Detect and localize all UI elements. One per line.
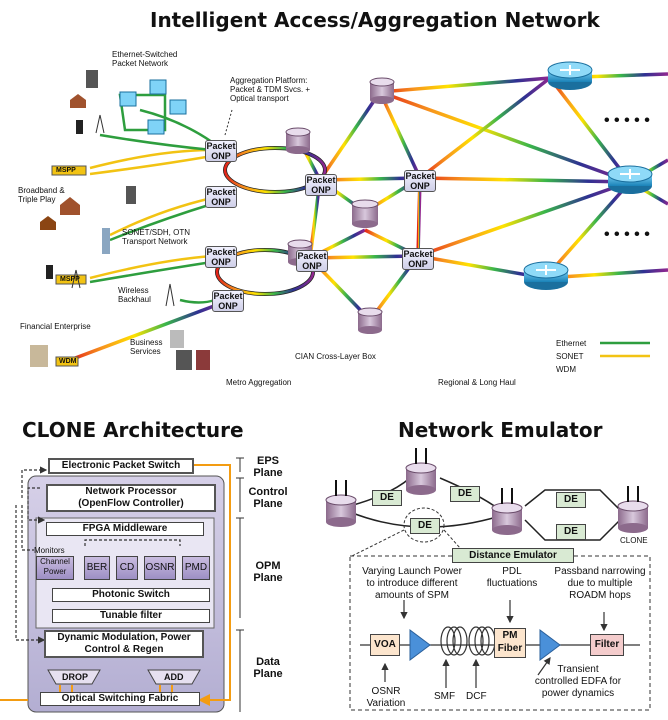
pmd-monitor: PMD [182,556,210,580]
mspp-tag-1: MSPP [56,167,76,174]
optical-switching-fabric: Optical Switching Fabric [40,692,200,706]
amplifier-2 [539,629,561,661]
amplifier-1 [409,629,431,661]
legend-ethernet: Ethernet [556,339,587,348]
mspp-tag-2: MSPP [60,276,80,283]
voa-block: VOA [370,634,400,656]
label-wireless-backhaul: Wireless Backhaul [118,286,151,304]
de-block-3: DE [410,518,440,534]
drop-block [47,669,101,685]
core-routers [523,61,653,290]
title-clone-architecture: CLONE Architecture [22,418,244,442]
cian-boxes [285,77,395,334]
emulator-cylinders [325,448,649,535]
legend-sonet: SONET [556,352,584,361]
label-metro: Metro Aggregation [226,378,292,387]
distance-emulator-title: Distance Emulator [452,548,574,563]
clone-control-arrows [15,466,181,644]
ellipsis-1: • • • • • [604,112,650,129]
de-zoom-right [443,529,461,549]
de-block-1: DE [372,490,402,506]
filter-block: Filter [590,634,624,656]
label-broadband: Broadband & Triple Play [18,186,65,204]
smf-label: SMF [434,691,456,702]
endpoint-icons [30,70,210,370]
electronic-packet-switch: Electronic Packet Switch [48,458,194,474]
ethernet-switches [119,79,187,135]
label-financial: Financial Enterprise [20,322,91,331]
drop-label: DROP [62,672,89,682]
dcf-label: DCF [466,691,487,702]
ellipsis-2: • • • • • [604,226,650,243]
cd-monitor: CD [116,556,138,580]
monitors-label: Monitors [34,546,65,555]
network-processor: Network Processor(OpenFlow Controller) [46,484,216,512]
label-ethernet-switched: Ethernet-Switched Packet Network [112,50,178,68]
label-sonet-sdh: SONET/SDH, OTN Transport Network [122,228,191,246]
metro-rings [215,146,327,296]
wdm-tag: WDM [59,358,77,365]
label-cian-box: CIAN Cross-Layer Box [295,352,376,361]
title-network-emulator: Network Emulator [398,418,603,442]
fpga-middleware: FPGA Middleware [46,522,204,536]
label-regional: Regional & Long Haul [438,378,516,387]
tunable-filter: Tunable filter [52,609,210,623]
add-label: ADD [164,672,184,682]
de-highlight [403,507,445,543]
de-zoom-left [351,529,405,557]
legend-wdm: WDM [556,365,576,374]
de-block-4: DE [556,492,586,508]
add-block [147,669,201,685]
title-intelligent-network: Intelligent Access/Aggregation Network [150,8,600,32]
aggregation-pointer [224,109,233,136]
legend-lines [600,341,650,371]
ber-monitor: BER [84,556,110,580]
photonic-switch: Photonic Switch [52,588,210,602]
clone-node-label: CLONE [620,536,648,545]
label-aggregation-platform: Aggregation Platform: Packet & TDM Svcs.… [230,76,311,103]
de-block-2: DE [450,486,480,502]
label-business: Business Services [130,338,163,356]
osnr-monitor: OSNR [144,556,176,580]
access-links [89,93,216,304]
de-block-5: DE [556,524,586,540]
plane-dividers [236,457,244,712]
